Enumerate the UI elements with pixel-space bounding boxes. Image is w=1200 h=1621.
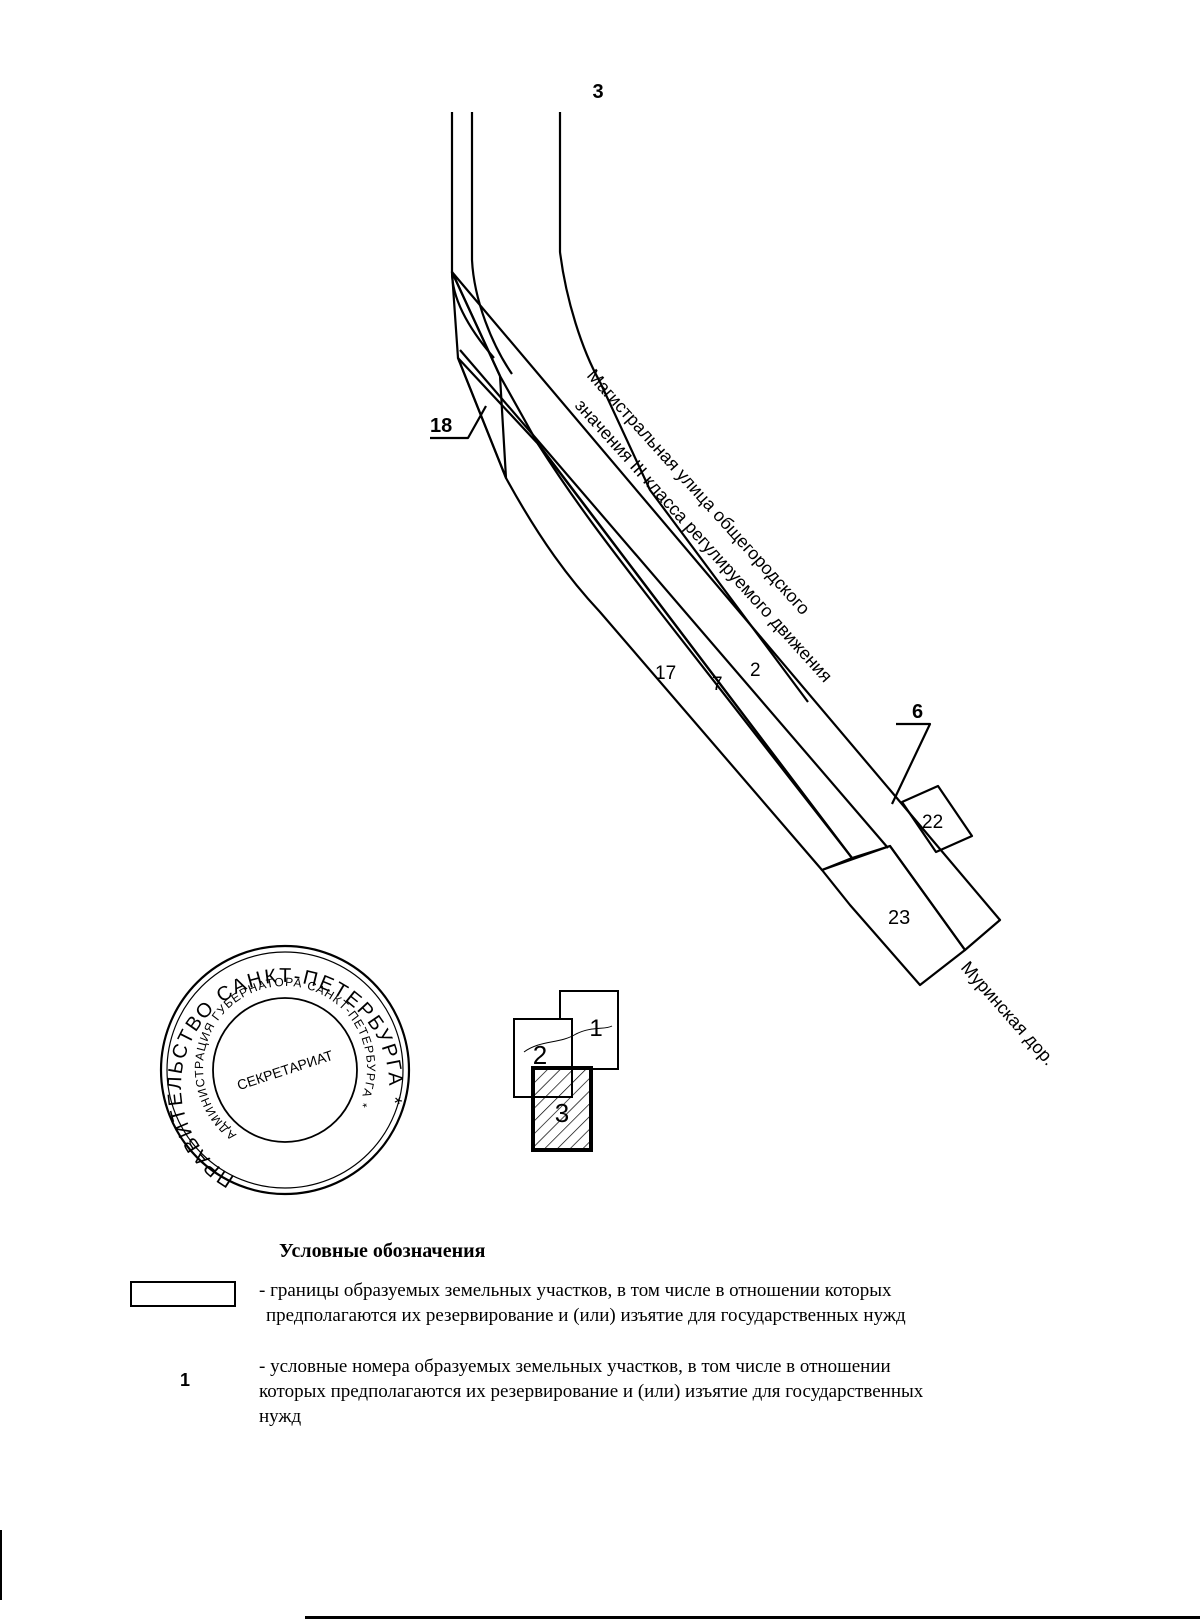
- sheet-3-label: 3: [555, 1098, 569, 1128]
- parcel-2-boundary: [450, 270, 1002, 952]
- parcel-label-6: 6: [912, 701, 923, 723]
- parcel-label-18: 18: [430, 415, 452, 437]
- legend-number-text-2: которых предполагаются их резервирование…: [259, 1381, 924, 1402]
- legend-number-text-3: нужд: [259, 1406, 302, 1427]
- page-bottom-rule: [305, 1616, 1200, 1619]
- scan-edge-mark: [0, 1530, 2, 1600]
- parcel-7-boundary: [537, 443, 853, 859]
- legend-boundary-text-1: - границы образуемых земельных участков,…: [259, 1280, 892, 1301]
- parcel-22-boundary: [900, 784, 974, 854]
- road-name-label: Муринская дор.: [957, 957, 1059, 1069]
- parcel-2-divider: [459, 349, 889, 849]
- legend-boundary-swatch: [130, 1281, 236, 1307]
- map-top-label: 3: [592, 81, 603, 103]
- official-seal: ПРАВИТЕЛЬСТВО САНКТ-ПЕТЕРБУРГА * АДМИНИС…: [159, 944, 411, 1196]
- legend-boundary-text-2: предполагаются их резервирование и (или)…: [266, 1305, 906, 1326]
- legend-number-text-1: - условные номера образуемых земельных у…: [259, 1356, 891, 1377]
- sheet-1-label: 1: [589, 1015, 602, 1042]
- parcel-label-23: 23: [888, 907, 910, 929]
- parcel-17-boundary: [456, 356, 854, 872]
- road-edge-line: [470, 112, 513, 375]
- sheet-index-diagram: 1 2 3: [513, 990, 619, 1152]
- parcel-label-2: 2: [750, 660, 761, 681]
- parcel-23-boundary: [820, 844, 967, 987]
- street-name-line1: Магистральная улица общегородского: [583, 365, 814, 618]
- parcel-label-22: 22: [922, 812, 943, 833]
- leader-6: [891, 722, 932, 805]
- road-edge-line: [558, 112, 601, 383]
- legend-number-sample: 1: [180, 1370, 191, 1390]
- svg-text:СЕКРЕТАРИАТ: СЕКРЕТАРИАТ: [235, 1047, 335, 1093]
- sheet-2-label: 2: [533, 1040, 547, 1070]
- street-axis-line: [599, 381, 809, 703]
- parcel-label-7: 7: [712, 674, 723, 695]
- parcel-label-17: 17: [655, 663, 676, 684]
- legend-title: Условные обозначения: [279, 1240, 486, 1262]
- leader-18: [430, 405, 487, 440]
